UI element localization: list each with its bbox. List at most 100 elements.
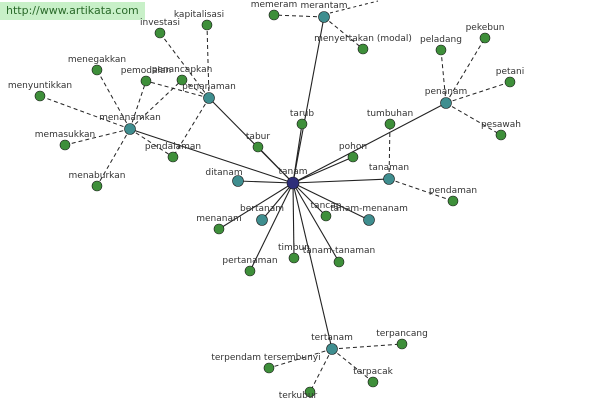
node-tancap[interactable]: tancap: [311, 201, 342, 222]
node-label-ditanam: ditanam: [205, 168, 242, 178]
node-tanam-tanaman[interactable]: tanam-tanaman: [303, 246, 376, 268]
node-circle-tancap[interactable]: [320, 210, 332, 222]
node-tertanam[interactable]: tertanam: [311, 333, 353, 355]
node-circle-tanaman[interactable]: [383, 173, 395, 185]
node-menanam[interactable]: menanam: [196, 214, 242, 235]
node-pesawah[interactable]: pesawah: [481, 120, 521, 141]
edge-menanamkan-menyuntikkan: [39, 95, 131, 130]
node-label-pohon: pohon: [339, 142, 367, 152]
node-circle-ditanam[interactable]: [232, 175, 244, 187]
edge-tertanam-terpancang: [331, 343, 403, 350]
node-investasi[interactable]: investasi: [140, 18, 180, 39]
node-circle-menegakkan[interactable]: [91, 64, 103, 76]
node-circle-peladang[interactable]: [435, 44, 447, 56]
node-terpendam[interactable]: terpendam tersembunyi: [211, 353, 321, 374]
node-pendaman[interactable]: pendaman: [429, 186, 477, 207]
node-terpancang[interactable]: terpancang: [376, 329, 428, 350]
node-circle-penancapkan[interactable]: [176, 74, 188, 86]
node-pendalaman[interactable]: pendalaman: [145, 142, 201, 163]
node-ditanam[interactable]: ditanam: [205, 168, 244, 187]
node-circle-tanam-menanam[interactable]: [363, 214, 375, 226]
node-penanam[interactable]: penanam: [425, 87, 467, 109]
edge-tanam-tanaman: [292, 178, 390, 184]
node-circle-menyertakan[interactable]: [357, 43, 369, 55]
node-memasukkan[interactable]: memasukkan: [35, 130, 95, 151]
node-circle-menanamkan[interactable]: [124, 123, 136, 135]
node-menegakkan[interactable]: menegakkan: [68, 55, 126, 76]
node-circle-tertanam[interactable]: [326, 343, 338, 355]
node-circle-terpancang[interactable]: [396, 338, 408, 350]
node-label-tumbuhan: tumbuhan: [367, 109, 413, 119]
node-pekebun[interactable]: pekebun: [466, 23, 505, 44]
node-label-tancap: tancap: [311, 201, 342, 211]
node-penanaman[interactable]: penanaman: [182, 82, 236, 104]
node-circle-tumbuhan[interactable]: [384, 118, 396, 130]
node-tumbuhan[interactable]: tumbuhan: [367, 109, 413, 130]
node-circle-timbun[interactable]: [288, 252, 300, 264]
node-circle-memeram[interactable]: [268, 9, 280, 21]
edge-tanaman-tumbuhan: [388, 123, 391, 180]
node-circle-tabur[interactable]: [252, 141, 264, 153]
node-pemodalan[interactable]: pemodalan: [121, 66, 171, 87]
node-terpacak[interactable]: terpacak: [353, 367, 394, 388]
node-circle-kapitalisasi[interactable]: [201, 19, 213, 31]
node-pohon[interactable]: pohon: [339, 142, 367, 163]
node-timbun[interactable]: timbun: [278, 243, 310, 264]
node-circle-menanam[interactable]: [213, 223, 225, 235]
node-circle-pesawah[interactable]: [495, 129, 507, 141]
node-merantam[interactable]: merantam: [300, 1, 348, 23]
node-circle-pekebun[interactable]: [479, 32, 491, 44]
node-label-petani: petani: [496, 67, 525, 77]
edge-menanamkan-pemodalan: [129, 80, 147, 130]
node-circle-pemodalan[interactable]: [140, 75, 152, 87]
node-tanaman[interactable]: tanaman: [369, 163, 409, 185]
node-circle-memasukkan[interactable]: [59, 139, 71, 151]
node-tanam[interactable]: tanam: [278, 167, 308, 190]
node-circle-tanam[interactable]: [286, 176, 300, 190]
node-peladang[interactable]: peladang: [420, 35, 462, 56]
node-circle-pendaman[interactable]: [447, 195, 459, 207]
node-penancapkan[interactable]: penancapkan: [152, 65, 213, 86]
edge-penanam-peladang: [440, 49, 447, 104]
node-circle-tanam-tanaman[interactable]: [333, 256, 345, 268]
node-circle-merantam[interactable]: [318, 11, 330, 23]
node-circle-bertanam[interactable]: [256, 214, 268, 226]
node-menaburkan[interactable]: menaburkan: [69, 171, 126, 192]
node-circle-terpendam[interactable]: [263, 362, 275, 374]
node-menyuntikkan[interactable]: menyuntikkan: [8, 81, 72, 102]
node-circle-pertanaman[interactable]: [244, 265, 256, 277]
node-circle-investasi[interactable]: [154, 27, 166, 39]
node-label-bertanam: bertanam: [240, 204, 284, 214]
node-circle-pendalaman[interactable]: [167, 151, 179, 163]
node-tarub[interactable]: tarub: [290, 109, 314, 130]
node-label-terpendam: terpendam tersembunyi: [211, 353, 320, 363]
node-label-menegakkan: menegakkan: [68, 55, 126, 65]
node-tanam-menanam[interactable]: tanam-menanam: [330, 204, 408, 226]
edge-penanaman-pemodalan: [145, 80, 210, 99]
node-circle-terpacak[interactable]: [367, 376, 379, 388]
node-circle-menaburkan[interactable]: [91, 180, 103, 192]
node-menanamkan[interactable]: menanamkan: [99, 113, 161, 135]
edge-tanam-merantam: [292, 16, 325, 184]
node-circle-tarub[interactable]: [296, 118, 308, 130]
node-label-pekebun: pekebun: [466, 23, 505, 33]
node-circle-penanam[interactable]: [440, 97, 452, 109]
node-label-peladang: peladang: [420, 35, 462, 45]
node-kapitalisasi[interactable]: kapitalisasi: [174, 10, 224, 31]
node-petani[interactable]: petani: [496, 67, 525, 88]
node-circle-petani[interactable]: [504, 76, 516, 88]
node-circle-terkubur[interactable]: [304, 386, 316, 398]
node-circle-penanaman[interactable]: [203, 92, 215, 104]
node-tabur[interactable]: tabur: [246, 132, 270, 153]
node-bertanam[interactable]: bertanam: [240, 204, 284, 226]
node-circle-pohon[interactable]: [347, 151, 359, 163]
node-circle-menyuntikkan[interactable]: [34, 90, 46, 102]
node-memeram[interactable]: memeram: [251, 0, 298, 21]
node-menyertakan[interactable]: menyertakan (modal): [314, 34, 412, 55]
node-pertanaman[interactable]: pertanaman: [222, 256, 278, 277]
node-terkubur[interactable]: terkubur: [279, 386, 318, 400]
node-label-menanam: menanam: [196, 214, 242, 224]
edge-menanamkan-menegakkan: [96, 69, 131, 130]
edge-tanam-ditanam: [237, 180, 294, 184]
edge-menanamkan-menaburkan: [96, 128, 131, 187]
